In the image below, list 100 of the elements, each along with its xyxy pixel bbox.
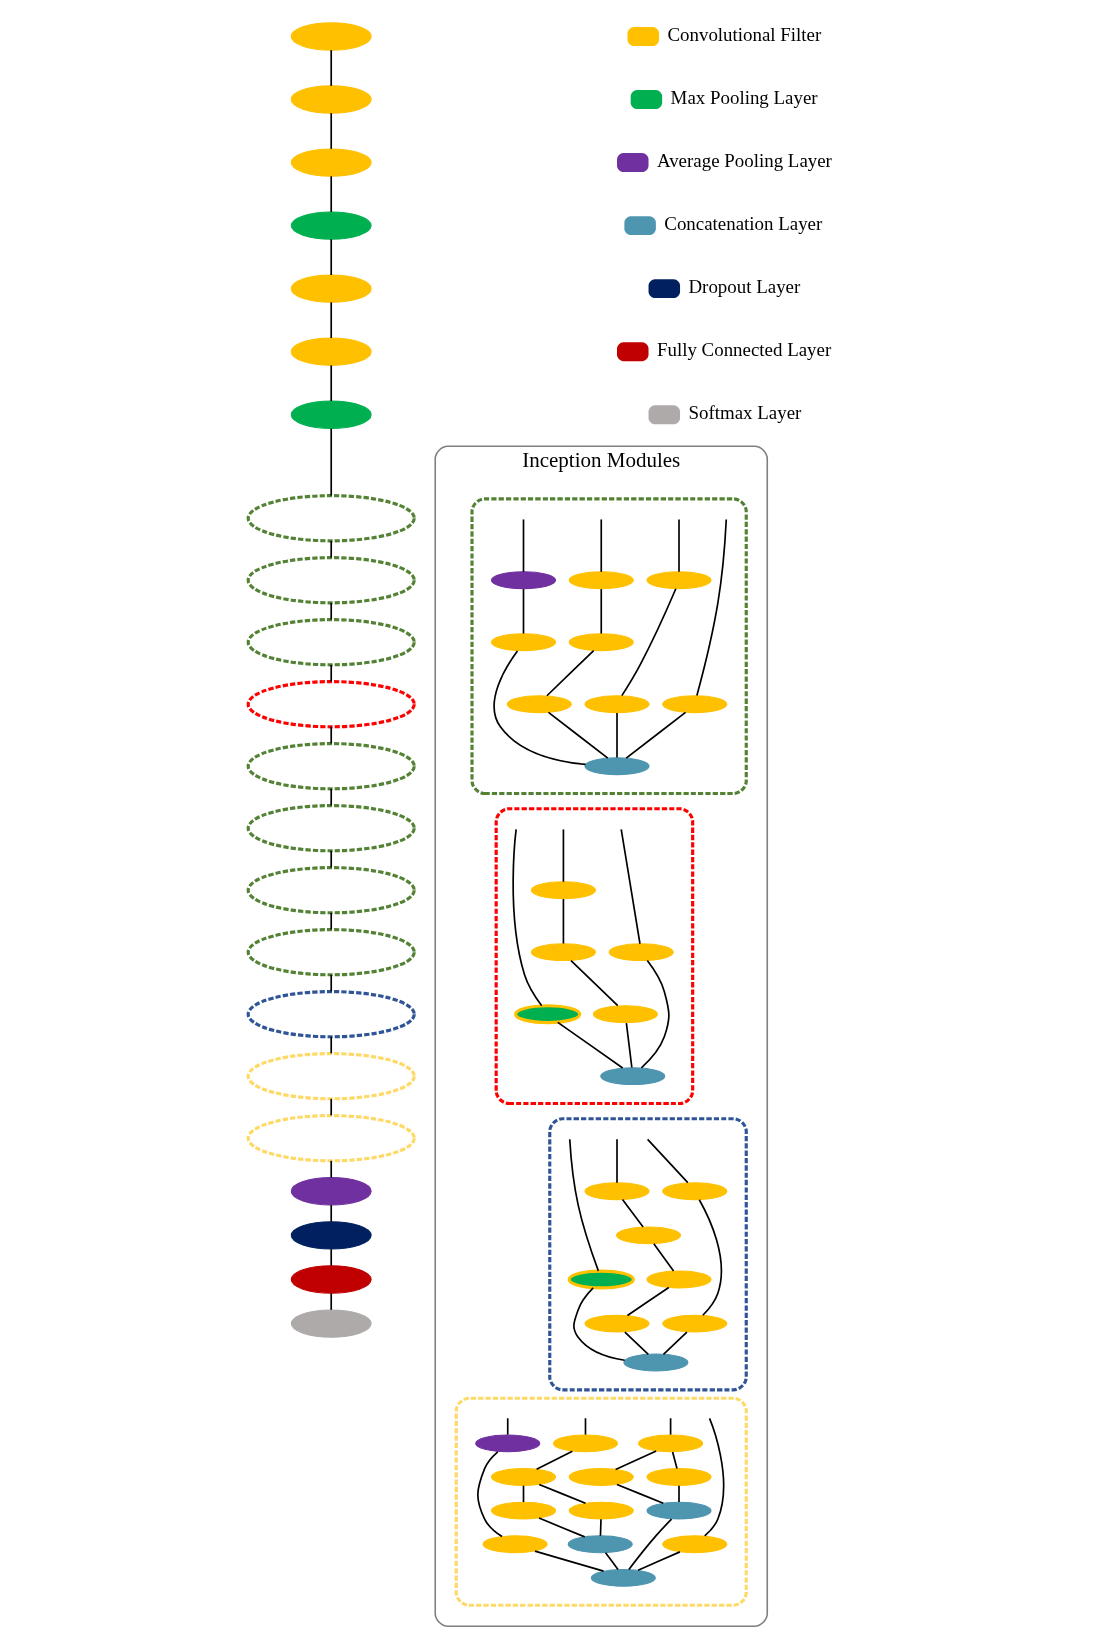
- connector: [616, 711, 618, 758]
- connector: [546, 649, 595, 697]
- node-ellipse: [246, 803, 416, 852]
- connector: [330, 663, 333, 682]
- legend-label: Convolutional Filter: [667, 23, 822, 45]
- connector: [556, 1021, 624, 1069]
- node-ellipse: [290, 210, 372, 240]
- node-ellipse: [290, 1264, 372, 1294]
- cluster: [470, 496, 748, 795]
- legend-label: Max Pooling Layer: [670, 86, 818, 108]
- connector: [330, 911, 333, 930]
- connector: [616, 1483, 665, 1504]
- connector: [626, 1286, 670, 1316]
- connector: [562, 828, 565, 883]
- legend-label: Average Pooling Layer: [656, 149, 832, 171]
- connector: [628, 1517, 673, 1570]
- connector: [562, 897, 565, 944]
- node-ellipse: [290, 21, 372, 51]
- connector: [678, 1484, 680, 1503]
- node-ellipse: [530, 880, 596, 899]
- node-ellipse: [290, 147, 372, 177]
- legend-label: Dropout Layer: [688, 275, 801, 297]
- node-ellipse: [246, 493, 416, 542]
- node-ellipse: [662, 1314, 728, 1333]
- node-ellipse: [246, 927, 416, 976]
- node-ellipse: [646, 570, 712, 589]
- connector: [625, 711, 687, 759]
- node-ellipse: [246, 741, 416, 790]
- node-ellipse: [290, 400, 372, 429]
- connector: [570, 959, 619, 1007]
- node-ellipse: [490, 632, 557, 651]
- node-ellipse: [506, 694, 572, 713]
- node-ellipse: [615, 1225, 682, 1244]
- node-ellipse: [246, 989, 416, 1038]
- legend-label: Fully Connected Layer: [656, 338, 832, 360]
- connector: [330, 301, 333, 339]
- node-ellipse: [290, 1176, 372, 1205]
- legend-label: Softmax Layer: [688, 401, 802, 423]
- node-ellipse: [246, 555, 416, 604]
- connector: [330, 1247, 333, 1267]
- connector: [477, 1450, 503, 1537]
- cluster: [548, 1116, 748, 1391]
- node-ellipse: [290, 84, 372, 114]
- connector: [678, 518, 680, 573]
- connector: [330, 1159, 333, 1178]
- connector: [330, 364, 333, 402]
- connector: [506, 1416, 509, 1435]
- connector: [330, 427, 333, 496]
- node-ellipse: [646, 1467, 712, 1486]
- node-ellipse: [530, 942, 596, 961]
- connector: [646, 1138, 689, 1183]
- node-ellipse: [584, 1314, 650, 1333]
- connector: [330, 601, 333, 620]
- connector: [330, 725, 333, 744]
- node-ellipse: [490, 1467, 557, 1486]
- node-ellipse: [567, 1534, 633, 1553]
- connector: [330, 849, 333, 868]
- connector: [330, 174, 333, 213]
- node-ellipse: [646, 1270, 712, 1288]
- node-ellipse: [246, 617, 416, 666]
- connector: [330, 237, 333, 276]
- node-ellipse: [246, 865, 416, 914]
- node-ellipse: [568, 1501, 634, 1520]
- node-ellipse: [514, 1003, 582, 1024]
- node-ellipse: [600, 1066, 666, 1085]
- node-ellipse: [490, 570, 557, 589]
- connector: [493, 649, 587, 765]
- node-ellipse: [246, 1051, 416, 1100]
- connector: [573, 1286, 626, 1361]
- connector: [696, 518, 728, 696]
- node-ellipse: [490, 1501, 557, 1520]
- connector: [616, 1138, 618, 1183]
- node-ellipse: [662, 1534, 728, 1553]
- node-ellipse: [662, 1181, 728, 1200]
- node-ellipse: [623, 1353, 689, 1371]
- connector: [621, 587, 677, 696]
- node-ellipse: [584, 756, 650, 775]
- connector: [600, 518, 603, 573]
- node-ellipse: [608, 942, 674, 961]
- connector: [600, 587, 603, 634]
- node-ellipse: [246, 1113, 416, 1162]
- node-ellipse: [290, 337, 372, 366]
- cluster: Inception Modules: [434, 444, 769, 1627]
- connector: [671, 1450, 678, 1469]
- node-ellipse: [662, 694, 728, 713]
- node-ellipse: [584, 694, 650, 713]
- connector: [625, 1021, 633, 1068]
- legend-label: Concatenation Layer: [664, 212, 823, 234]
- node-ellipse: [584, 1181, 650, 1200]
- node-ellipse: [567, 1269, 635, 1289]
- connector: [653, 1242, 675, 1272]
- node-ellipse: [638, 1433, 704, 1452]
- connector: [662, 1330, 688, 1355]
- connector: [620, 828, 641, 945]
- connector: [330, 787, 333, 806]
- connector: [637, 1550, 681, 1571]
- node-ellipse: [290, 1308, 372, 1338]
- connector: [599, 1518, 602, 1536]
- node-ellipse: [246, 679, 416, 728]
- connector: [330, 48, 333, 87]
